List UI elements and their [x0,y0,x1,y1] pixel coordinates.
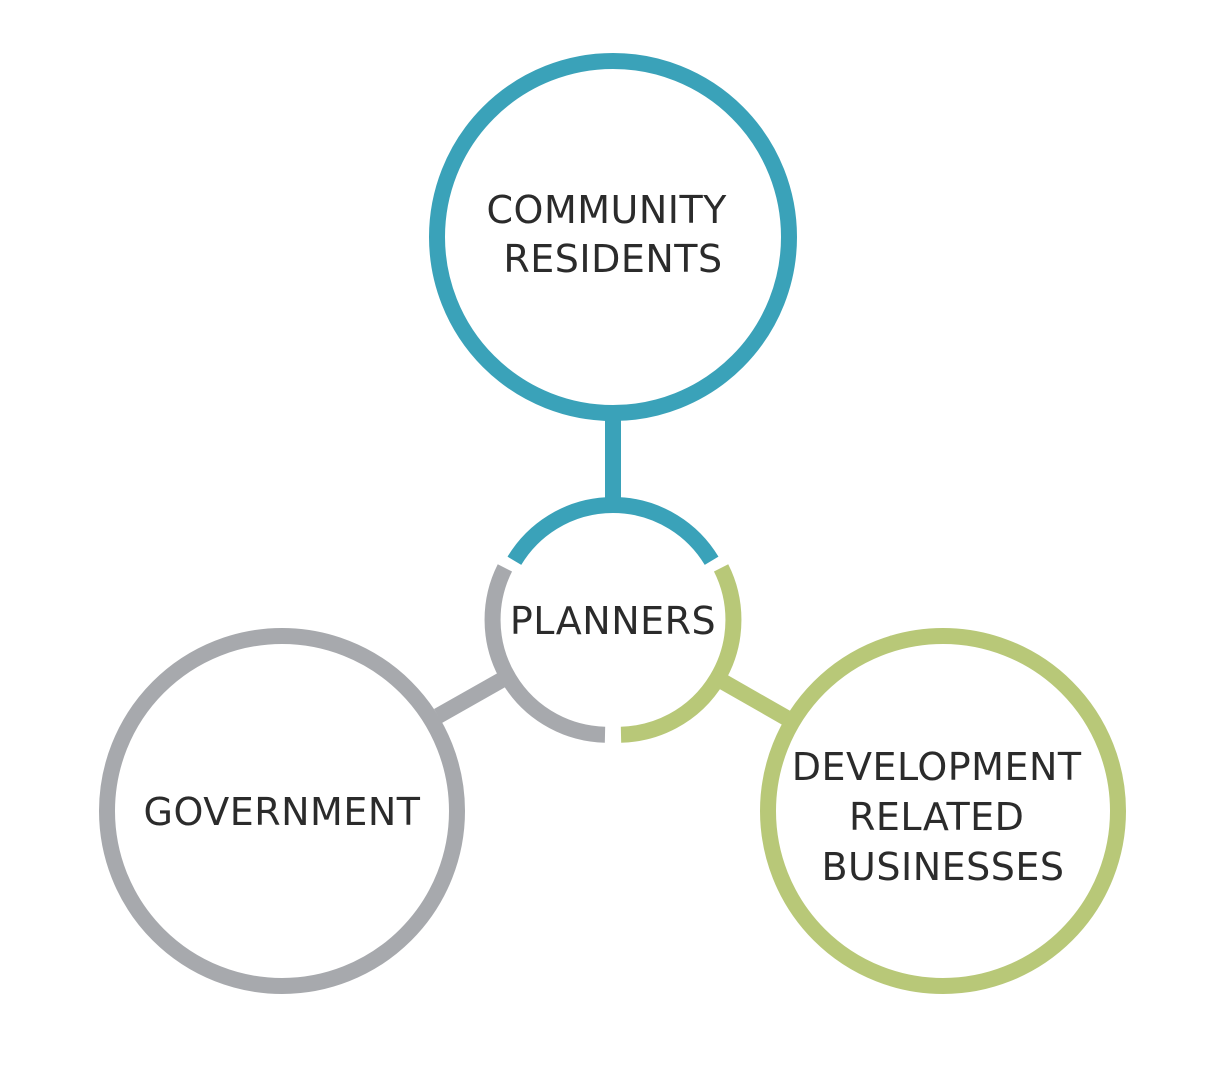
node-label-line: DEVELOPMENT [792,745,1082,789]
node-label-government: GOVERNMENT [144,790,421,834]
node-label-line: RELATED [849,795,1024,839]
center-arc-government [484,564,606,743]
node-label-line: BUSINESSES [821,845,1064,889]
connector-development [716,673,794,727]
node-label-line: COMMUNITY [487,188,728,232]
center-arc-development [620,564,742,743]
connector-government [434,670,511,723]
node-label-community: COMMUNITY RESIDENTS [487,188,740,281]
node-circle-government [99,628,465,994]
node-circle-community [429,53,797,421]
node-label-development: DEVELOPMENT RELATED BUSINESSES [792,745,1094,889]
center-label: PLANNERS [510,599,716,643]
node-label-line: GOVERNMENT [144,790,421,834]
center-arc-community [507,497,719,565]
node-label-line: RESIDENTS [503,237,722,281]
node-circle-development [760,628,1126,994]
